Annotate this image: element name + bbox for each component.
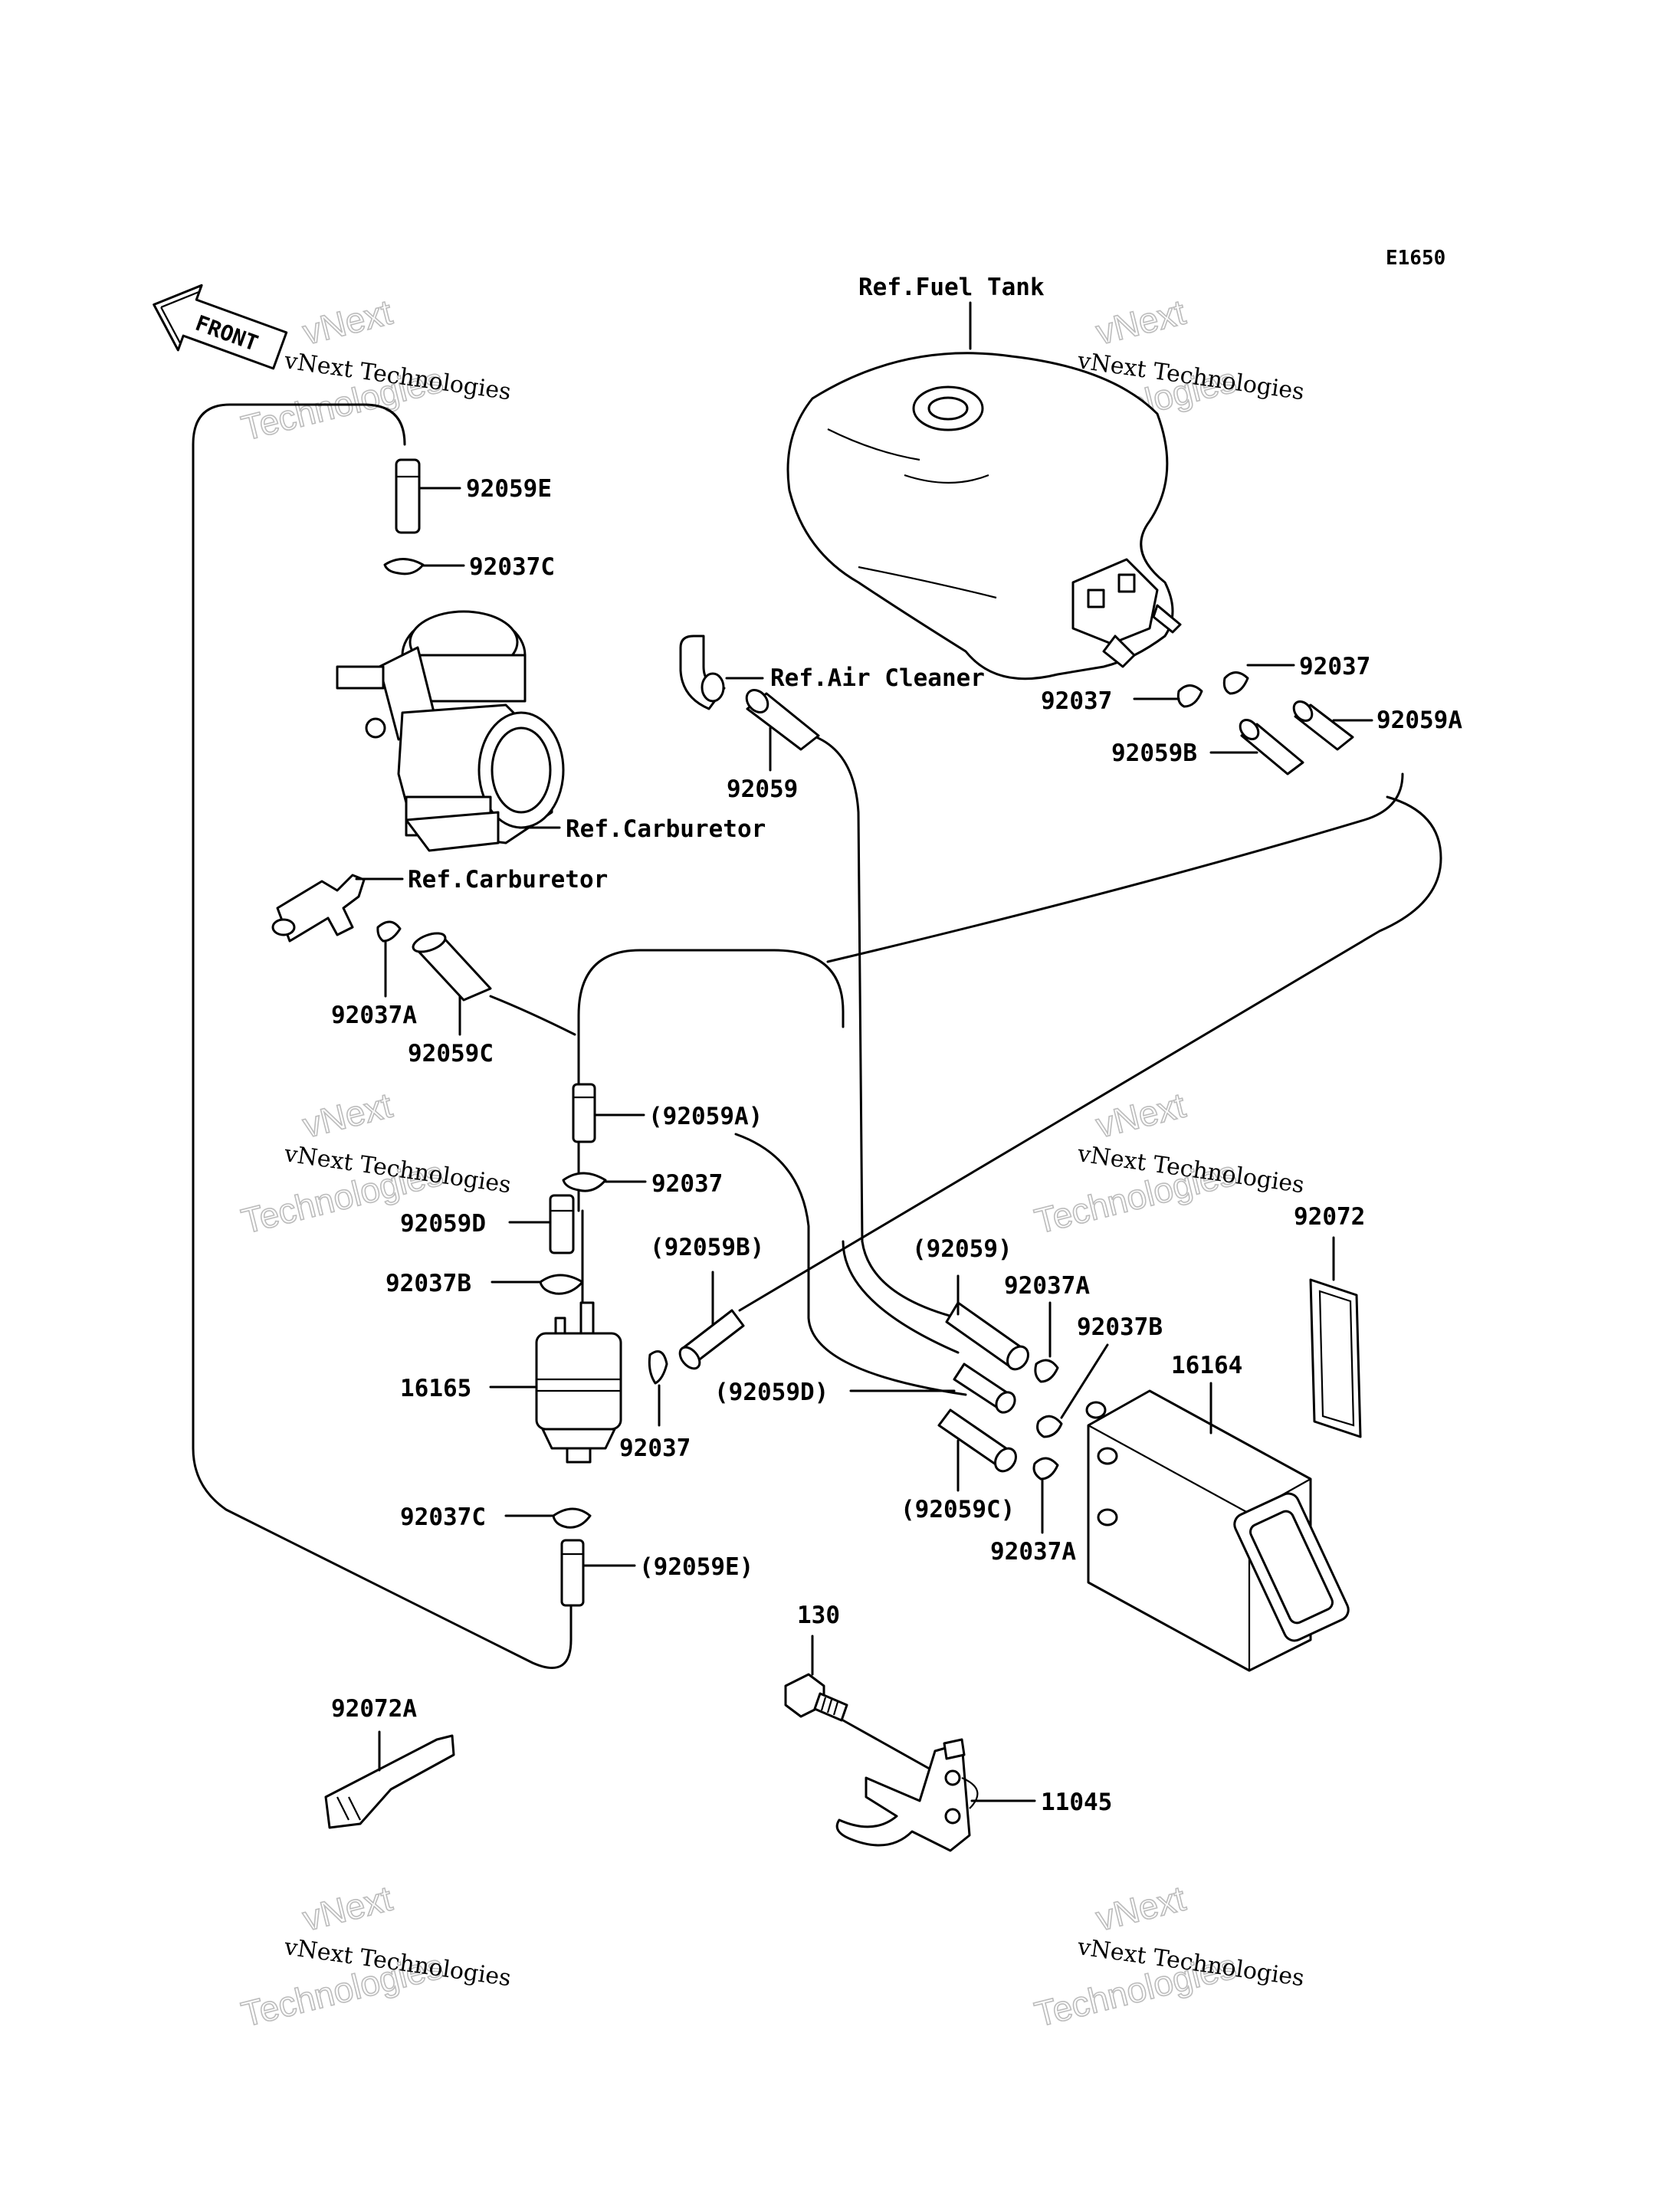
label-11045: 11045 [1041,1789,1112,1816]
hose-92059-part [745,689,820,751]
label-92037A: 92037A [331,1002,417,1029]
hose-92059A-part [1292,700,1354,751]
hose-92059B-paren-part [678,1309,745,1370]
clamp-92037B-part [539,1274,584,1295]
label-92059C-paren: (92059C) [901,1496,1015,1523]
hose-92059B-part [1239,718,1304,776]
label-16165: 16165 [400,1375,471,1402]
svg-text:vNext: vNext [1092,1878,1189,1939]
label-92059B: 92059B [1111,739,1197,767]
label-92059A: 92059A [1376,707,1462,734]
watermark-mid-right: vNext Technologies vNext Technologies [1030,1084,1306,1242]
hose-92059-paren-part [945,1301,1029,1371]
bracket-11045-part [835,1719,979,1852]
label-92059: 92059 [727,776,798,803]
svg-text:vNext: vNext [299,1085,396,1146]
air-cleaner-elbow-part [679,635,726,710]
clamp-92037-top1-part [1222,671,1249,695]
svg-text:vNext: vNext [1092,292,1189,353]
label-92037B: 92037B [386,1270,471,1297]
clamp-92037A-right-low-part [1032,1457,1059,1481]
clamp-92037C-low-part [552,1507,592,1529]
label-92059E-paren: (92059E) [639,1553,753,1581]
label-92059-paren: (92059) [912,1235,1012,1263]
bolt-130-part [784,1673,848,1722]
label-92037A-right: 92037A [1004,1272,1090,1300]
hose-92059C-paren-part [937,1408,1017,1473]
label-16164: 16164 [1171,1352,1242,1379]
label-130: 130 [797,1602,840,1629]
front-arrow-icon: FRONT [153,284,288,370]
label-92037-top1: 92037 [1299,653,1370,680]
label-92037C-low: 92037C [400,1503,486,1531]
hose-92059D-part [549,1194,575,1254]
label-92059D-paren: (92059D) [714,1379,829,1406]
label-ref-air-cleaner: Ref.Air Cleaner [770,664,985,692]
label-92037B-right: 92037B [1077,1313,1163,1341]
canister-16164-part [1085,1389,1350,1672]
hose-92059C-left-part [412,932,492,1002]
label-ref-carburetor-2: Ref.Carburetor [408,866,608,894]
label-92059A-paren: (92059A) [648,1103,763,1130]
hose-92059E-top-part [395,458,421,534]
fuel-filter-16165-part [535,1301,622,1464]
label-92059B-paren: (92059B) [650,1234,764,1261]
label-92059C: 92059C [408,1040,494,1067]
label-92072A: 92072A [331,1695,417,1723]
label-92037-top2: 92037 [1041,687,1112,715]
clamp-92037C-top-part [383,558,425,575]
label-92037C: 92037C [469,553,555,581]
hose-routing [192,403,1442,1670]
clamp-92037-low-part [648,1350,668,1385]
watermark-top-left: vNext Technologies vNext Technologies [237,291,513,449]
clamp-92037A-right-part [1034,1359,1059,1383]
hose-92059E-low-part [560,1539,585,1607]
svg-text:vNext: vNext [299,1878,396,1939]
leader-92037B-right [1060,1343,1109,1419]
figure-code: E1650 [1386,247,1445,270]
carburetor-part [336,610,565,852]
label-92072: 92072 [1294,1203,1365,1231]
clamp-92037-top2-part [1176,684,1203,708]
fuel-tank-part [786,352,1182,680]
svg-text:vNext: vNext [299,292,396,353]
label-ref-carburetor-1: Ref.Carburetor [566,815,766,843]
watermark-bottom-left: vNext Technologies vNext Technologies [237,1877,513,2035]
clamp-92037A-left-part [376,920,402,943]
label-92059D: 92059D [400,1210,486,1238]
watermark-bottom-right: vNext Technologies vNext Technologies [1030,1877,1306,2035]
label-92059E: 92059E [466,475,552,503]
clamp-92037-mid-part [562,1172,607,1192]
label-92037A-right-low: 92037A [990,1538,1076,1566]
t-joint-part [271,874,366,943]
bracket-92072A-part [324,1734,455,1829]
label-92037-low: 92037 [619,1435,691,1462]
strap-92072-part [1309,1278,1362,1438]
clamp-92037B-right-part [1036,1415,1063,1438]
label-ref-fuel-tank: Ref.Fuel Tank [858,274,1045,301]
label-92037-mid: 92037 [651,1170,723,1198]
hose-92059A-paren-part [572,1083,596,1143]
hose-92059D-paren-part [953,1362,1016,1414]
